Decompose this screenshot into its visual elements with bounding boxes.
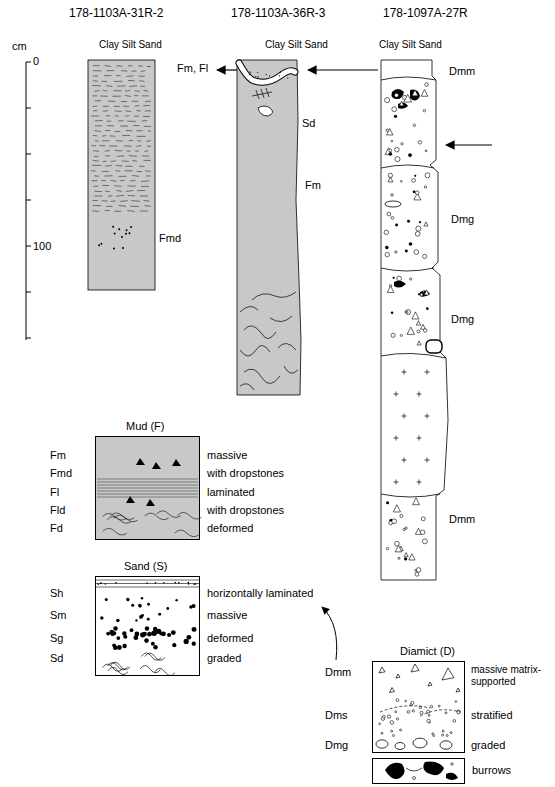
column-heading: 178-1103A-36R-3 <box>231 7 326 21</box>
legend-box: Diamict (D) <box>372 661 465 753</box>
core-column <box>88 60 155 290</box>
facies-description: graded <box>207 652 241 665</box>
burrow-pattern <box>385 762 458 780</box>
grain-size-scale: Clay Silt Sand <box>265 39 328 51</box>
facies-code: Fld <box>50 504 65 517</box>
legend-box: burrows <box>372 758 465 784</box>
facies-code: Sg <box>50 632 63 645</box>
burrows <box>392 89 431 297</box>
facies-code: Sd <box>50 652 63 665</box>
facies-description: with dropstones <box>207 504 284 517</box>
lamination <box>91 65 151 249</box>
facies-code: Fmd <box>50 467 72 480</box>
legend-box: Sand (S) <box>95 576 200 676</box>
facies-description: massive matrix-supported <box>471 664 551 687</box>
mud-swatch <box>96 437 199 539</box>
facies-description: horizontally laminated <box>207 587 313 600</box>
facies-code: Dmg <box>451 313 474 326</box>
diamict-pattern <box>376 664 460 750</box>
curved-arrow <box>322 607 337 660</box>
sand-pattern <box>96 580 199 676</box>
column-heading: 178-1103A-31R-2 <box>69 7 164 21</box>
column-heading: Sand (S) <box>124 560 167 573</box>
facies-description: massive <box>207 449 247 462</box>
facies-description: graded <box>471 739 505 752</box>
core-breaks <box>381 77 446 497</box>
facies-description: deformed <box>207 632 253 645</box>
facies-code: Fd <box>50 522 63 535</box>
core-log: 178-1097A-27RClay Silt SandDmmDmgDmgDmm <box>381 60 448 580</box>
facies-code: Fm <box>50 449 66 462</box>
grain-size-scale: Clay Silt Sand <box>99 39 162 51</box>
sand-injection <box>239 63 295 116</box>
facies-code: Sh <box>50 587 63 600</box>
facies-code: Dms <box>325 709 348 722</box>
legend-box: Mud (F) <box>95 436 200 540</box>
grain-size-scale: Clay Silt Sand <box>379 39 442 51</box>
facies-code: Fl <box>50 486 59 499</box>
scale-unit: cm <box>12 40 27 53</box>
scale-value: 0 <box>33 55 39 68</box>
column-heading: 178-1097A-27R <box>383 7 468 21</box>
facies-description: stratified <box>471 709 513 722</box>
scale-ticks <box>26 62 31 338</box>
pointer-arrow <box>446 144 492 145</box>
facies-code: Fm, Fl <box>177 62 208 75</box>
facies-code: Dmg <box>451 213 474 226</box>
scale-bar <box>26 62 27 340</box>
facies-description: with dropstones <box>207 467 284 480</box>
facies-description: deformed <box>207 522 253 535</box>
facies-code: Dmm <box>449 65 475 78</box>
pointer-arrow <box>308 69 378 70</box>
core-log: 178-1103A-31R-2Clay Silt SandFm, FlFmd <box>88 60 155 290</box>
facies-code: Dmg <box>325 739 348 752</box>
sand-grains <box>249 72 289 79</box>
facies-code: Fmd <box>159 232 181 245</box>
facies-code: Dmm <box>449 513 475 526</box>
scale-value: 100 <box>33 240 51 253</box>
facies-description: laminated <box>207 486 255 499</box>
mud-pattern <box>97 458 201 537</box>
deformed-laminae <box>240 292 298 390</box>
column-heading: Mud (F) <box>126 420 165 433</box>
facies-code: Dmm <box>325 666 351 679</box>
facies-code: Fm <box>305 179 321 192</box>
facies-code: Sm <box>50 609 67 622</box>
core-column <box>381 60 448 580</box>
facies-description: massive <box>207 609 247 622</box>
column-heading: Diamict (D) <box>400 645 455 658</box>
clasts <box>384 83 430 576</box>
column-heading: burrows <box>472 764 511 777</box>
core-log: 178-1103A-36R-3Clay Silt SandSdFm <box>237 60 301 395</box>
core-column <box>237 60 301 395</box>
facies-code: Sd <box>302 117 315 130</box>
